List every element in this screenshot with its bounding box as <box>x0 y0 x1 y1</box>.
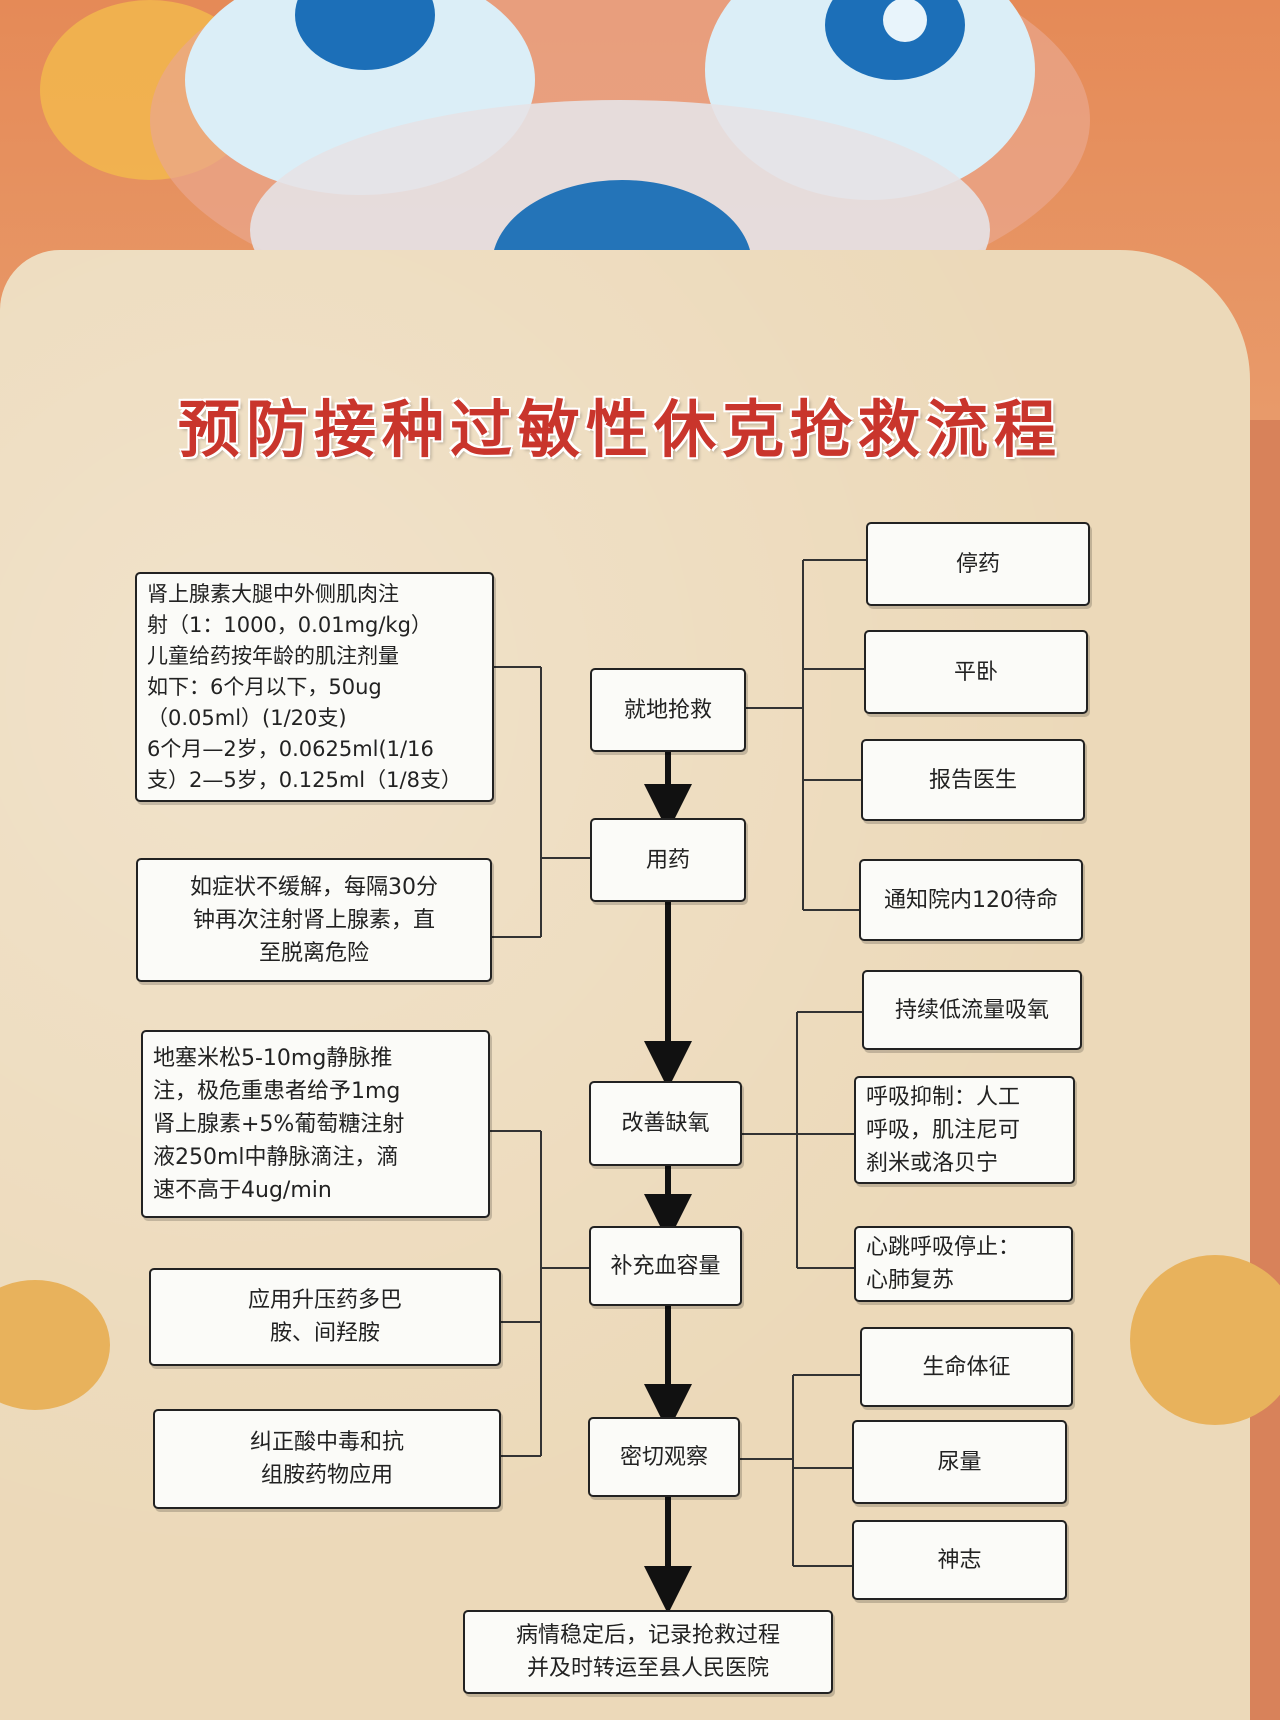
step-final-transfer: 病情稳定后，记录抢救过程 并及时转运至县人民医院 <box>463 1610 833 1694</box>
note-repeat-injection: 如症状不缓解，每隔30分 钟再次注射肾上腺素，直 至脱离危险 <box>136 858 492 982</box>
action-notify-120: 通知院内120待命 <box>859 859 1083 941</box>
observe-vital-signs: 生命体征 <box>860 1327 1073 1407</box>
note-vasopressors: 应用升压药多巴 胺、间羟胺 <box>149 1268 501 1366</box>
step-volume-replacement: 补充血容量 <box>589 1226 742 1306</box>
note-acidosis-antihistamine: 纠正酸中毒和抗 组胺药物应用 <box>153 1409 501 1509</box>
note-dexamethasone: 地塞米松5-10mg静脉推 注，极危重患者给予1mg 肾上腺素+5%葡萄糖注射 … <box>141 1030 490 1218</box>
mascot-paw-right <box>1130 1255 1280 1425</box>
poster-title: 预防接种过敏性休克抢救流程 <box>177 393 1062 466</box>
mascot-pupil-right <box>825 0 965 80</box>
step-medication: 用药 <box>590 818 746 902</box>
action-cpr: 心跳呼吸停止： 心肺复苏 <box>854 1226 1073 1302</box>
mascot-pupil-left <box>295 0 435 70</box>
mascot-pupil-shine <box>883 0 927 42</box>
observe-consciousness: 神志 <box>852 1520 1067 1600</box>
observe-urine-output: 尿量 <box>852 1420 1067 1504</box>
action-low-flow-oxygen: 持续低流量吸氧 <box>862 970 1082 1050</box>
action-respiratory-depression: 呼吸抑制：人工 呼吸，肌注尼可 刹米或洛贝宁 <box>854 1076 1075 1184</box>
step-improve-oxygenation: 改善缺氧 <box>589 1081 742 1166</box>
action-report-doctor: 报告医生 <box>861 739 1085 821</box>
action-stop-drug: 停药 <box>866 522 1090 606</box>
action-lie-flat: 平卧 <box>864 630 1088 714</box>
step-close-observation: 密切观察 <box>588 1417 740 1497</box>
step-on-site-rescue: 就地抢救 <box>590 668 746 752</box>
note-epinephrine-dosage: 肾上腺素大腿中外侧肌肉注 射（1：1000，0.01mg/kg） 儿童给药按年龄… <box>135 572 494 802</box>
